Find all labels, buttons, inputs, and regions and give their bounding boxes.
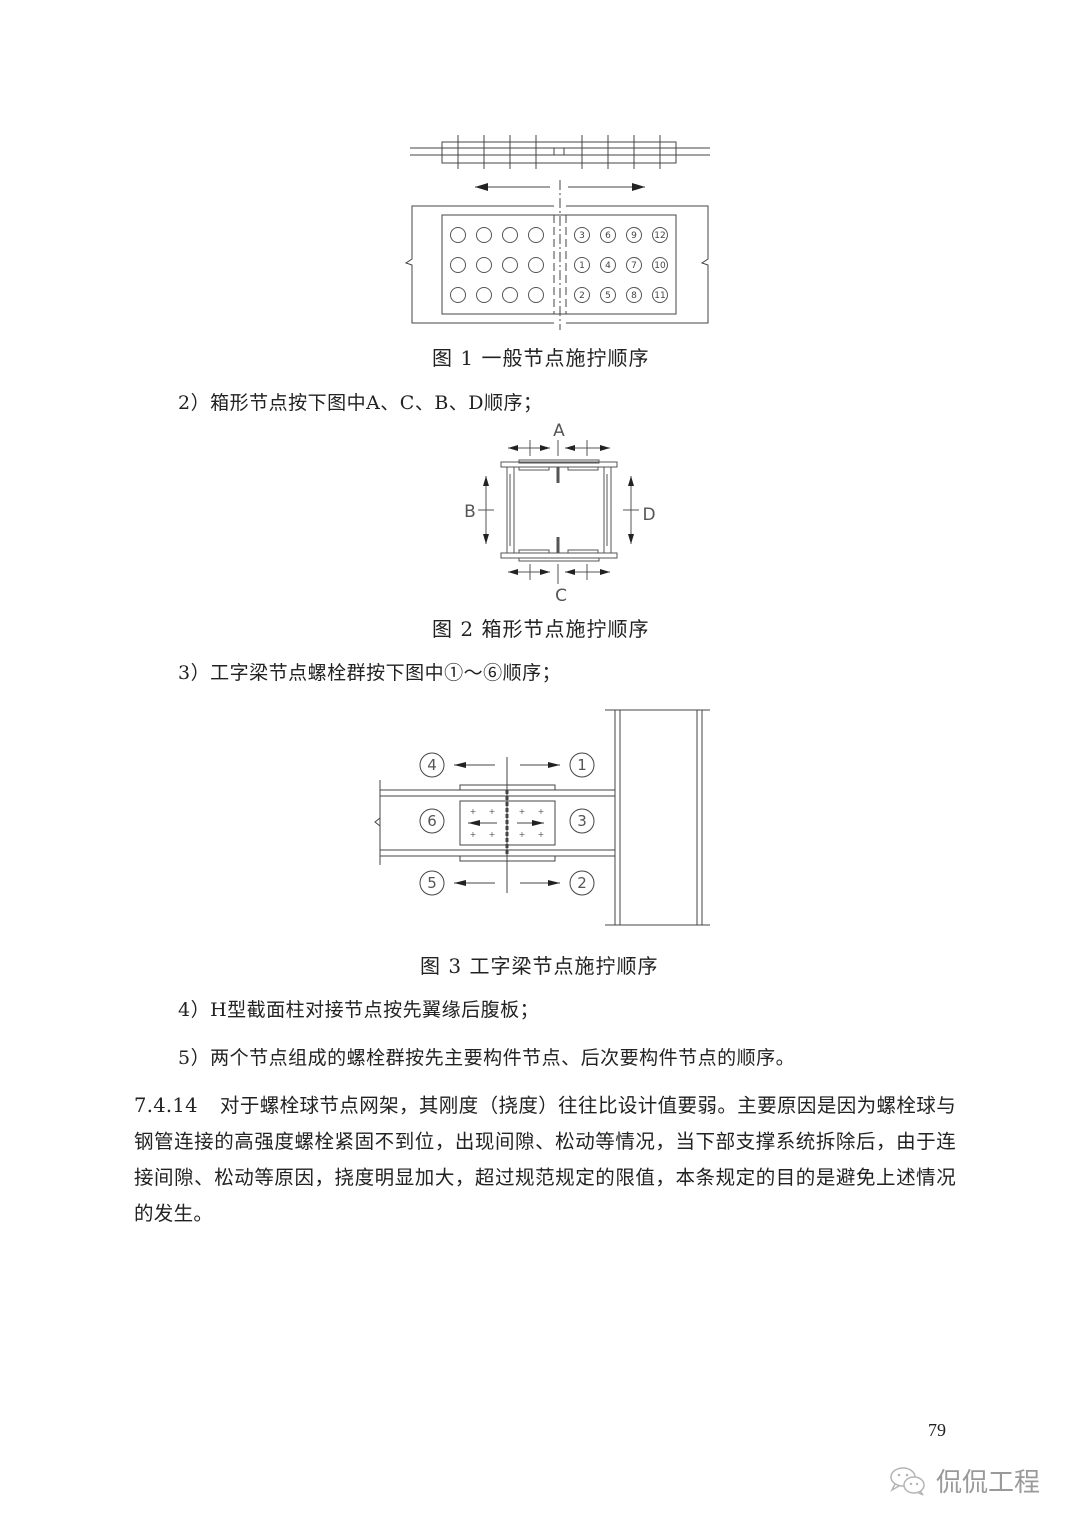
watermark-text: 侃侃工程: [936, 1468, 1041, 1498]
page-number: 79: [928, 1420, 946, 1440]
label-c: C: [555, 586, 567, 606]
svg-text:+: +: [489, 830, 496, 839]
list-item-5: 5）两个节点组成的螺栓群按先主要构件节点、后次要构件节点的顺序。: [178, 1047, 796, 1069]
figure-1-drawing: 3 6 9 12 1 4 7 10 2 5 8 11: [404, 135, 710, 330]
bolt-label: 9: [631, 231, 637, 241]
label-d: D: [642, 505, 655, 525]
svg-text:+: +: [489, 807, 496, 816]
bolt-label: 1: [579, 261, 585, 271]
label-a: A: [553, 421, 565, 441]
svg-text:+: +: [538, 807, 545, 816]
svg-text:+: +: [519, 807, 526, 816]
bolt-label: 6: [605, 231, 611, 241]
svg-text:+: +: [519, 830, 526, 839]
bolt-label: 12: [654, 231, 665, 241]
bolt-label: 11: [654, 291, 665, 301]
figure-3-drawing: + + + + + + + + 4 1 6 3 5 2: [374, 709, 710, 926]
watermark: 侃侃工程: [888, 1462, 1040, 1499]
list-item-4: 4）H型截面柱对接节点按先翼缘后腹板；: [178, 999, 540, 1021]
list-item-2: 2）箱形节点按下图中A、C、B、D顺序；: [178, 392, 543, 414]
figure-1: 3 6 9 12 1 4 7 10 2 5 8 11: [400, 125, 720, 335]
svg-text:+: +: [470, 830, 477, 839]
figure-2-caption: 图 2 箱形节点施拧顺序: [432, 617, 650, 641]
label-5: 5: [427, 874, 437, 892]
label-1: 1: [577, 756, 587, 774]
figure-1-caption: 图 1 一般节点施拧顺序: [432, 346, 650, 370]
bolt-label: 5: [605, 291, 611, 301]
bolt-label: 4: [605, 261, 611, 271]
bolt-label: 8: [631, 291, 637, 301]
bolt-label: 10: [654, 261, 666, 271]
svg-text:+: +: [538, 830, 545, 839]
section-text: 对于螺栓球节点网架，其刚度（挠度）往往比设计值要弱。主要原因是因为螺栓球与钢管连…: [134, 1094, 956, 1225]
bolt-label: 2: [579, 291, 585, 301]
svg-text:+: +: [470, 807, 477, 816]
figure-2: A C B D: [440, 410, 680, 610]
label-3: 3: [577, 812, 587, 830]
list-item-3: 3）工字梁节点螺栓群按下图中①～⑥顺序；: [178, 662, 562, 684]
bolt-label: 7: [631, 261, 637, 271]
figure-3: + + + + + + + + 4 1 6 3 5 2: [370, 700, 720, 930]
section-number: 7.4.14: [134, 1094, 198, 1117]
label-6: 6: [427, 812, 437, 830]
label-2: 2: [577, 874, 587, 892]
wechat-icon: [890, 1466, 925, 1496]
figure-3-caption: 图 3 工字梁节点施拧顺序: [420, 954, 659, 978]
figure-2-drawing: A C B D: [464, 421, 655, 606]
label-4: 4: [427, 756, 437, 774]
label-b: B: [464, 502, 476, 522]
bolt-label: 3: [579, 231, 585, 241]
